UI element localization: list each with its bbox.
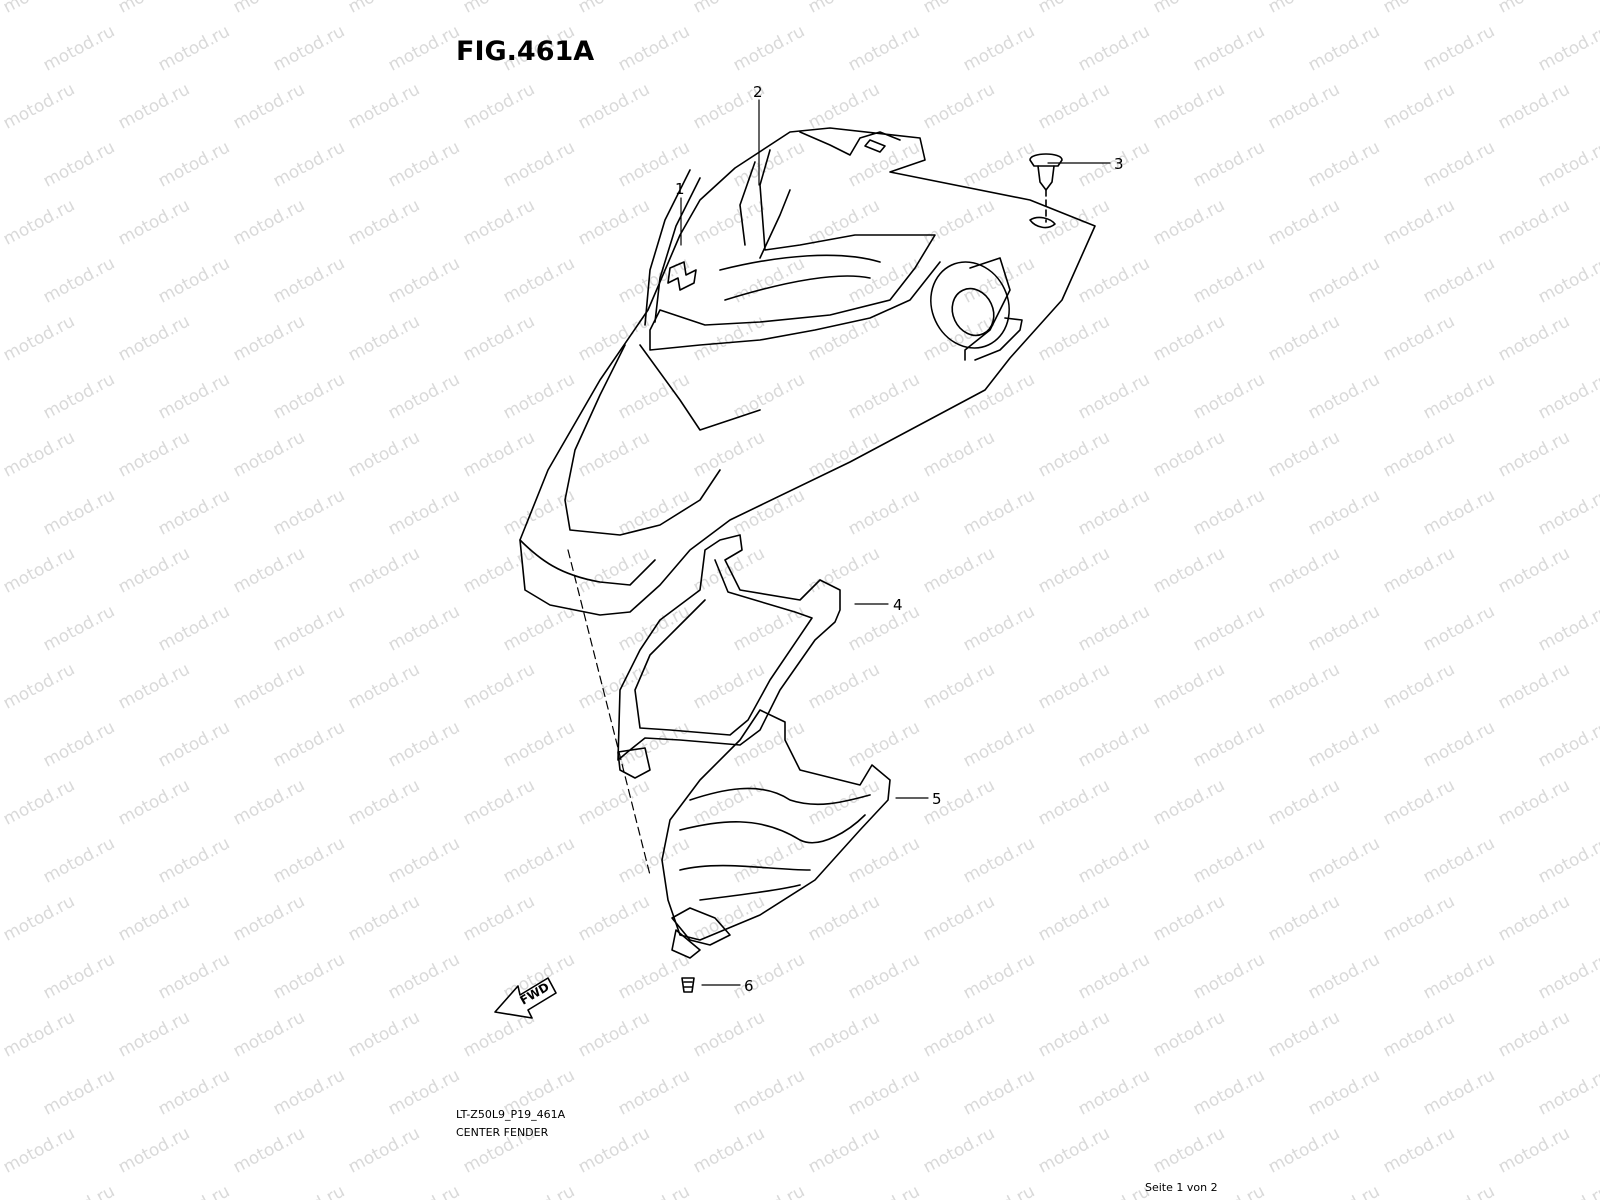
diagram-code: LT-Z50L9_P19_461A (456, 1108, 566, 1121)
callout-1: 1 (675, 180, 685, 198)
page-indicator: Seite 1 von 2 (1145, 1181, 1218, 1194)
leaders (680, 99, 1111, 986)
callout-4: 4 (893, 596, 903, 614)
alignment-line (567, 549, 651, 876)
figure-title: FIG.461A (456, 36, 595, 67)
diagram-name: CENTER FENDER (456, 1126, 549, 1139)
callout-5: 5 (932, 790, 942, 808)
part-4-bracket (617, 534, 841, 779)
callout-2: 2 (753, 83, 763, 101)
fwd-arrow-icon: FWD (494, 977, 557, 1019)
part-6-screw (681, 977, 695, 993)
part-5-lower-guard (661, 709, 891, 959)
part-3-clip (1029, 153, 1063, 223)
part-1-front-cover (519, 127, 1096, 616)
callout-6: 6 (744, 977, 754, 995)
callout-3: 3 (1114, 155, 1124, 173)
